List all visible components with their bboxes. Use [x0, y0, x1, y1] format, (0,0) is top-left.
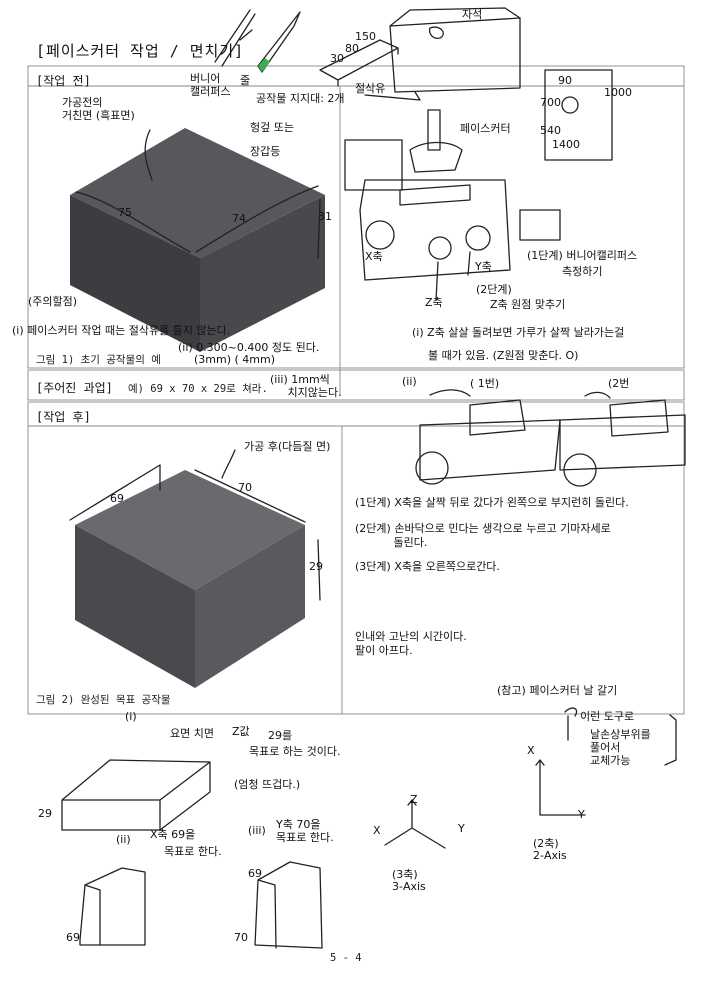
- bracket-note: 날손상부위를 풀어서 교체가능: [590, 728, 651, 767]
- figure2-caption: 그림 2) 완성된 목표 공작물: [36, 694, 171, 706]
- before-note-i: (i) 페이스커터 작업 때는 절삭유를 틀지 않는다.: [12, 324, 231, 337]
- dim-31: 31: [318, 210, 332, 223]
- block-dim-30: 30: [330, 52, 344, 65]
- x-axis-label: X축: [365, 250, 383, 263]
- pass2-label: (2번: [608, 377, 630, 390]
- tool-note: 이런 도구로: [580, 710, 635, 723]
- coolant-label: 절삭유: [355, 82, 386, 95]
- finished-block-drawing: [69, 449, 321, 688]
- rough-block-drawing: [70, 128, 325, 352]
- speed-540: 540: [540, 124, 561, 137]
- speed-1400: 1400: [552, 138, 580, 151]
- x-target-label: X축 69을 목표로 한다.: [150, 828, 222, 858]
- dim-70: 70: [238, 481, 252, 494]
- vernier-label: 버니어 캘러퍼스: [190, 72, 231, 98]
- bottom-dim-70: 70: [234, 931, 248, 944]
- axis2-label: (2축) 2-Axis: [533, 837, 567, 862]
- bottom-sketches: [61, 707, 677, 949]
- bottom-tag-iii: (iii): [248, 824, 266, 837]
- dim-75: 75: [118, 206, 132, 219]
- caution-label: (주의할점): [28, 295, 78, 308]
- finished-face-label: 가공 후(다듬질 면): [244, 440, 331, 453]
- passes-sketch: [415, 389, 686, 487]
- hot-note: (엄청 뜨겁다.): [234, 778, 301, 791]
- figure1-caption: 그림 1) 초기 공작물의 예: [36, 354, 161, 366]
- y-target-label: Y축 70을 목표로 한다.: [276, 818, 334, 844]
- bottom-tag-i: (i): [125, 710, 137, 723]
- after-section-label: [작업 후]: [36, 410, 91, 424]
- after-step-2: (2단계) 손바닥으로 민다는 생각으로 누르고 기마자세로 돌린다.: [355, 522, 611, 549]
- after-step-1: (1단계) X축을 살짝 뒤로 갔다가 왼쪽으로 부지런히 돌린다.: [355, 496, 629, 509]
- step2-label: (2단계): [476, 283, 512, 296]
- page-number: 5 - 4: [330, 952, 362, 964]
- target-text: 목표로 하는 것이다.: [249, 745, 341, 758]
- reference-label: (참고) 페이스커터 날 갈기: [497, 684, 618, 697]
- axis2-x: X: [527, 744, 535, 757]
- magnet-label: 자석: [462, 8, 483, 21]
- target-29: 29를: [268, 729, 293, 742]
- bottom-tag-ii: (ii): [116, 833, 131, 846]
- speed-1000: 1000: [604, 86, 632, 99]
- support-label: 공작물 지지대: 2개: [256, 92, 345, 105]
- file-label: 줄: [240, 74, 251, 87]
- pass1-label: ( 1번): [470, 377, 500, 390]
- task-label: [주어진 과업]: [36, 381, 113, 395]
- milling-machine-sketch: [344, 69, 613, 301]
- bottom-dim-69b: 69: [66, 931, 80, 944]
- axis2-y: Y: [578, 808, 585, 821]
- z-origin-label: Z축 원점 맞추기: [490, 298, 566, 311]
- rough-face-label: 가공전의 거친면 (흑표면): [62, 96, 135, 122]
- bottom-dim-69a: 69: [248, 867, 262, 880]
- task-text: 예) 69 x 70 x 29로 쳐라.: [128, 383, 268, 395]
- dim-69: 69: [110, 492, 124, 505]
- face-cutter-label: 페이스커터: [460, 122, 511, 135]
- machine-note-i2: 볼 때가 있음. (Z원점 맞춘다. O): [428, 349, 579, 362]
- dim-74: 74: [232, 212, 246, 225]
- y-axis-label: Y축: [475, 260, 492, 273]
- before-note-ii: (ii) 0.300~0.400 정도 된다.: [178, 341, 320, 354]
- block-dim-150: 150: [355, 30, 376, 43]
- form-frame: [27, 65, 685, 715]
- axis3-x: X: [373, 824, 381, 837]
- before-note-iii: (iii) 1mm씩 치지않는다.: [270, 373, 342, 399]
- bottom-dim-29: 29: [38, 807, 52, 820]
- step1-measure-label: (1단계) 버니어캘리퍼스 측정하기: [527, 249, 638, 278]
- face-label: 요면 치면: [170, 727, 214, 740]
- after-comment: 인내와 고난의 시간이다. 팔이 아프다.: [355, 630, 467, 657]
- z-axis-label: Z축: [425, 296, 443, 309]
- before-section-label: [작업 전]: [36, 74, 91, 88]
- after-step-3: (3단계) X축을 오른쪽으로간다.: [355, 560, 500, 573]
- block-dim-80: 80: [345, 42, 359, 55]
- dim-29: 29: [309, 560, 323, 573]
- tools-sketch: [214, 7, 521, 93]
- before-note-ii-mm: (3mm) ( 4mm): [194, 353, 276, 366]
- z-value-label: Z값: [232, 725, 250, 738]
- machine-note-i: (i) Z축 살살 돌려보면 가루가 살짝 날라가는걸: [412, 326, 625, 339]
- speed-90: 90: [558, 74, 572, 87]
- axis3-z: Z: [410, 793, 418, 806]
- axis3-label: (3축) 3-Axis: [392, 868, 426, 893]
- machine-tag-ii: (ii): [402, 375, 417, 388]
- axis3-y: Y: [458, 822, 465, 835]
- page-title: [페이스커터 작업 / 면치기]: [36, 42, 245, 60]
- speed-700: 700: [540, 96, 561, 109]
- gloves-label: 헝겊 또는 장갑등: [250, 121, 294, 158]
